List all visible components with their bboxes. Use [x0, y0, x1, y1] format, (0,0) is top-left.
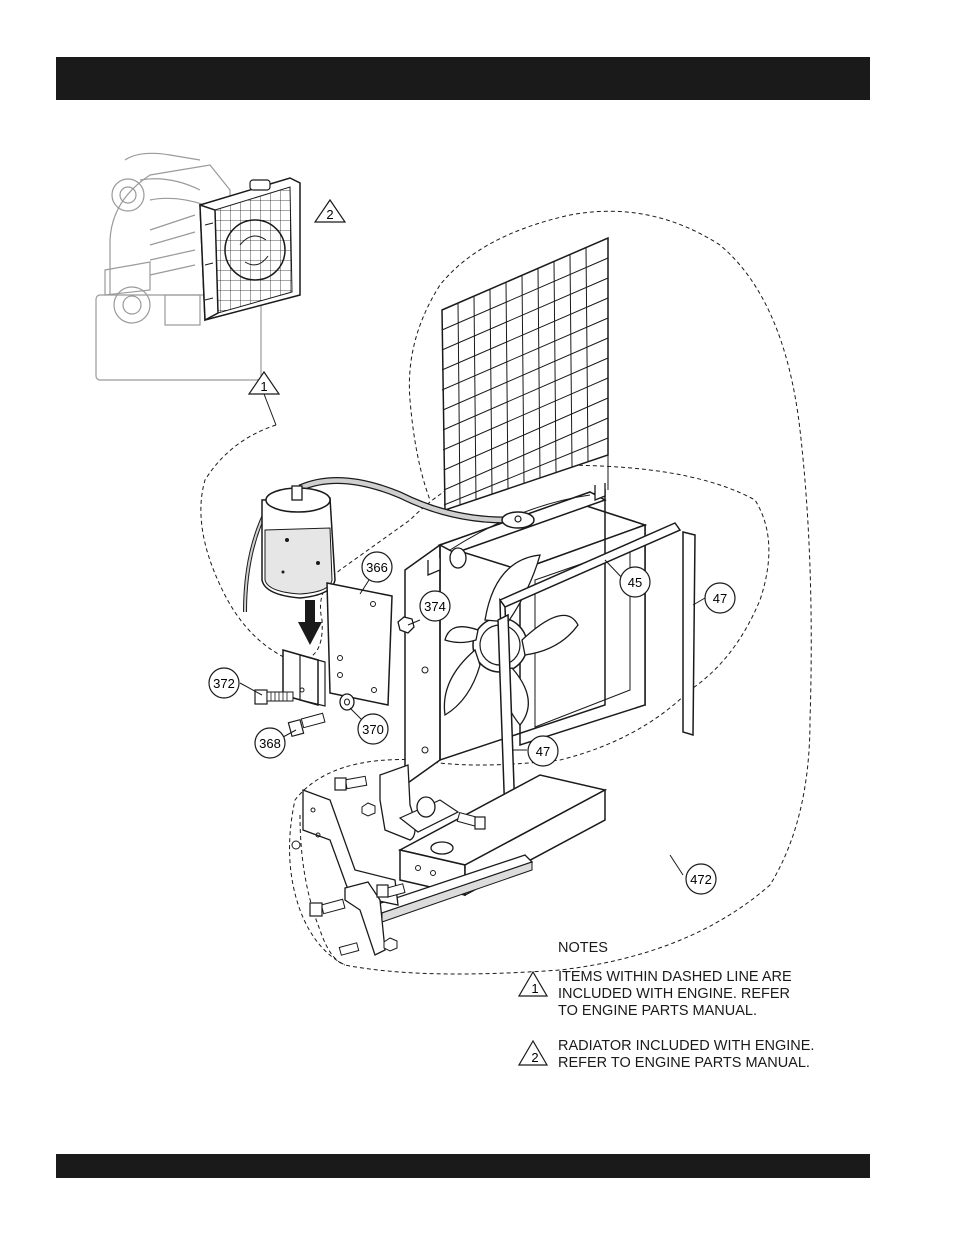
note-2: 2 RADIATOR INCLUDED WITH ENGINE. REFER T…	[518, 1038, 878, 1072]
note-2-line-2: REFER TO ENGINE PARTS MANUAL.	[558, 1055, 878, 1072]
callout-370: 370	[358, 714, 388, 744]
svg-text:366: 366	[366, 560, 388, 575]
svg-text:47: 47	[536, 744, 550, 759]
washer-370	[340, 694, 354, 710]
callout-374: 374	[420, 591, 450, 621]
svg-text:370: 370	[362, 722, 384, 737]
marker-2-label: 2	[326, 207, 333, 222]
callout-366: 366	[362, 552, 392, 582]
notes-block: NOTES 1 ITEMS WITHIN DASHED LINE ARE INC…	[518, 940, 878, 1090]
svg-text:472: 472	[690, 872, 712, 887]
callout-472: 472	[686, 864, 716, 894]
bolt-372	[255, 690, 293, 704]
note-1-line-2: INCLUDED WITH ENGINE. REFER	[558, 986, 878, 1003]
note-1-line-1: ITEMS WITHIN DASHED LINE ARE	[558, 969, 878, 986]
radiator-assembly	[405, 483, 695, 818]
callout-368: 368	[255, 728, 285, 758]
note-2-line-1: RADIATOR INCLUDED WITH ENGINE.	[558, 1038, 878, 1055]
svg-text:47: 47	[713, 591, 727, 606]
mounting-plate-366	[327, 583, 392, 705]
install-arrow-icon	[298, 600, 322, 645]
callout-45: 45	[620, 567, 650, 597]
note-1-line-3: TO ENGINE PARTS MANUAL.	[558, 1003, 878, 1020]
notes-title: NOTES	[558, 940, 878, 957]
engine-inset-illustration	[96, 153, 300, 380]
svg-text:1: 1	[531, 981, 538, 996]
leader-372	[240, 683, 262, 695]
note-1: 1 ITEMS WITHIN DASHED LINE ARE INCLUDED …	[518, 969, 878, 1020]
bolt-368	[288, 713, 325, 736]
svg-text:2: 2	[531, 1050, 538, 1065]
svg-text:45: 45	[628, 575, 642, 590]
marker-triangle-1: 1	[249, 372, 279, 394]
marker-triangle-2: 2	[315, 200, 345, 222]
note-1-triangle-icon: 1	[518, 971, 548, 997]
coolant-reservoir	[262, 486, 335, 645]
callout-47-lower: 47	[528, 736, 558, 766]
callout-47-right: 47	[705, 583, 735, 613]
svg-text:374: 374	[424, 599, 446, 614]
marker-1-leader	[264, 394, 276, 425]
svg-text:372: 372	[213, 676, 235, 691]
leader-472	[670, 855, 683, 875]
callout-372: 372	[209, 668, 239, 698]
footer-bar	[56, 1154, 870, 1178]
note-2-triangle-icon: 2	[518, 1040, 548, 1066]
leader-370	[350, 708, 362, 720]
marker-1-label: 1	[260, 379, 267, 394]
screen-grille	[442, 238, 608, 510]
svg-text:368: 368	[259, 736, 281, 751]
